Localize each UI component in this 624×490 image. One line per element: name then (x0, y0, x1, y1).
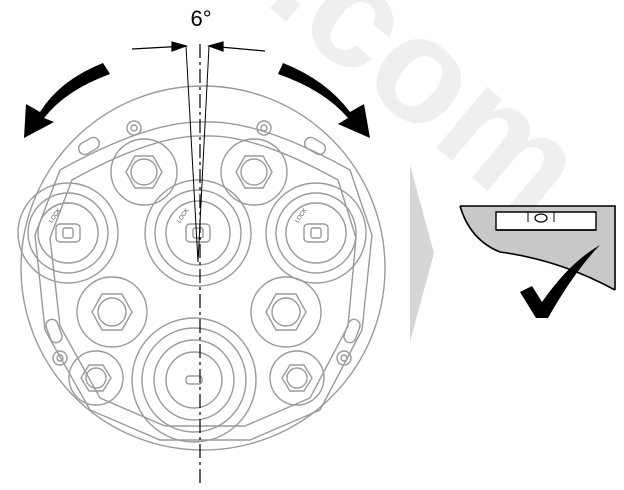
next-chevron-icon (410, 165, 434, 342)
hex-port-middle-left (76, 276, 148, 348)
lock-label-center: LOCK (176, 208, 190, 225)
hex-port-top-left (110, 138, 178, 206)
main-port-bottom (131, 317, 257, 443)
hex-port-middle-right (250, 276, 322, 348)
angle-line-right (197, 45, 210, 263)
angle-label: 6° (190, 6, 212, 31)
hex-port-bottom-left (68, 350, 124, 406)
angle-dimension (131, 41, 266, 52)
locking-port-center (144, 179, 252, 287)
level-indicator (459, 205, 616, 291)
angle-line-left (185, 45, 199, 263)
locking-port-left (17, 182, 119, 284)
hex-port-bottom-right (269, 350, 325, 406)
checkmark-icon (520, 245, 600, 318)
connector-body (20, 85, 386, 451)
locking-port-right (265, 182, 367, 284)
rotate-left-arrow-icon (24, 63, 110, 138)
rotate-right-arrow-icon (278, 63, 370, 138)
hex-port-top-right (220, 138, 288, 206)
